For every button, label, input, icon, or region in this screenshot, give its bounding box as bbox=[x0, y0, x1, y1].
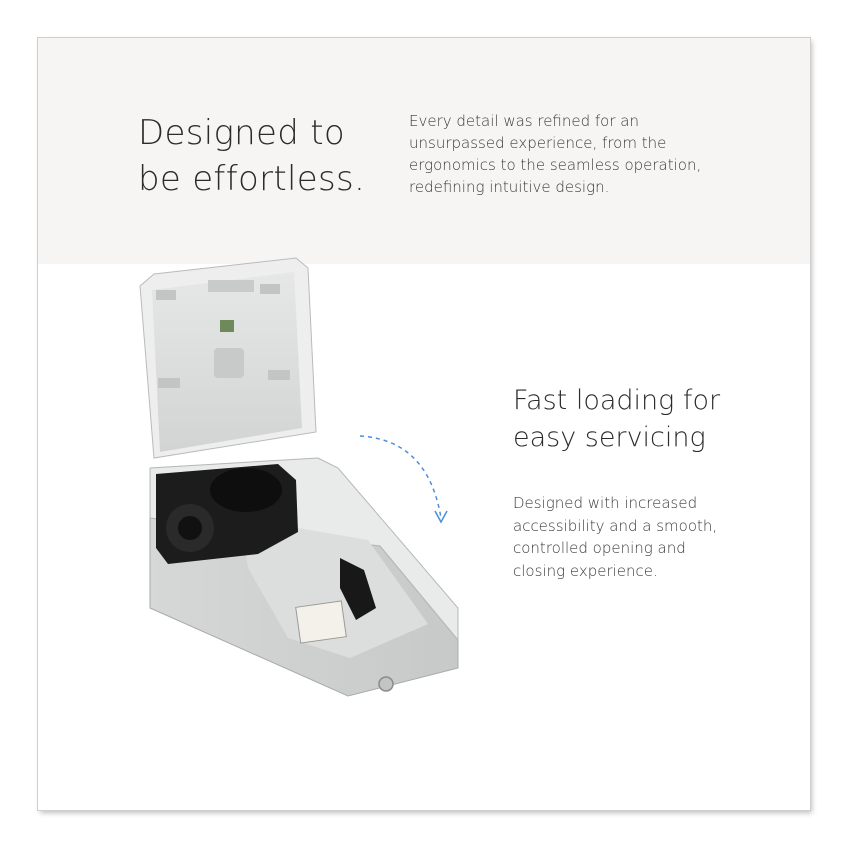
motion-arrow bbox=[359, 435, 448, 524]
product-feature-card: Designed to be effortless. Every detail … bbox=[38, 38, 810, 810]
header-band bbox=[38, 38, 810, 264]
headline-fast-loading: Fast loading for easy servicing bbox=[513, 385, 721, 453]
dispenser-illustration bbox=[139, 257, 459, 697]
description-fast-loading: Designed with increased accessibility an… bbox=[513, 494, 718, 580]
description-effortless: Every detail was refined for an unsurpas… bbox=[409, 112, 702, 196]
open-lid bbox=[139, 257, 317, 459]
loading-mechanism bbox=[156, 464, 376, 620]
headline-effortless: Designed to be effortless. bbox=[138, 113, 366, 199]
